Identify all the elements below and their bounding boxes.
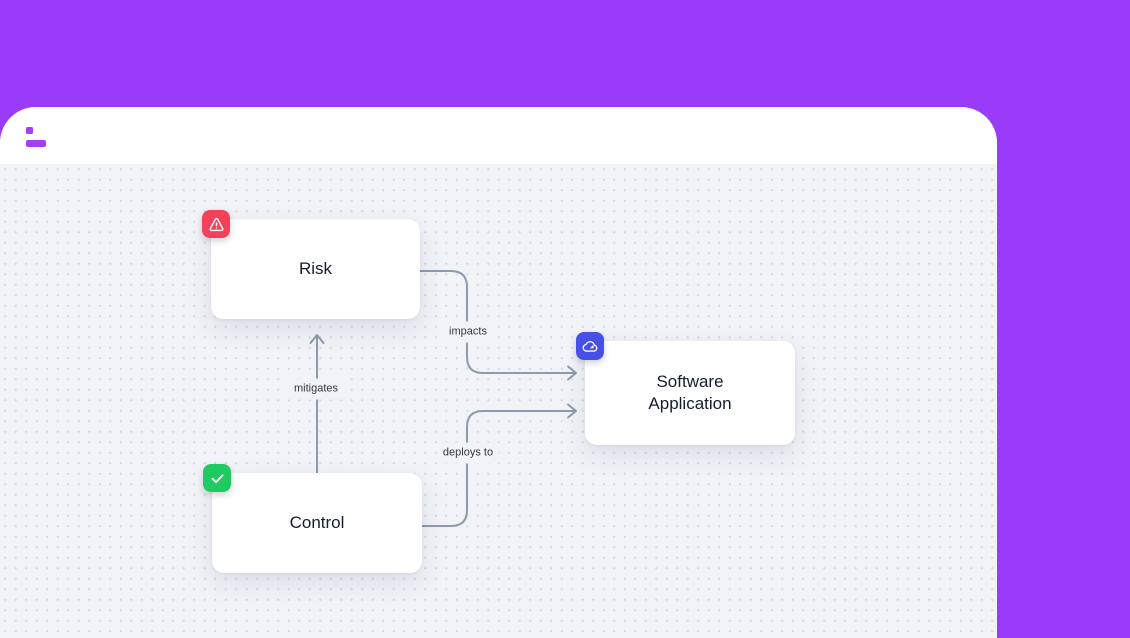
node-label: Control	[289, 513, 345, 532]
node-label: Risk	[298, 259, 333, 278]
node-label: Software Application	[648, 372, 732, 413]
logo-bar	[26, 140, 46, 147]
app-window: mitigates impacts deploys to Risk Contro…	[0, 107, 997, 638]
edge-label-mitigates[interactable]: mitigates	[287, 378, 345, 400]
node-risk[interactable]: Risk	[202, 210, 420, 319]
edge-layer	[309, 270, 577, 527]
logo	[26, 127, 46, 147]
warning-icon	[202, 210, 230, 238]
cloud-icon	[576, 332, 604, 360]
diagram-canvas[interactable]: mitigates impacts deploys to Risk Contro…	[0, 164, 997, 638]
check-icon	[203, 464, 231, 492]
edge-label-impacts[interactable]: impacts	[443, 321, 493, 343]
node-software-application[interactable]: Software Application	[576, 332, 795, 445]
app-header	[0, 107, 997, 164]
edge-label-deploys-to[interactable]: deploys to	[436, 442, 500, 464]
logo-square	[26, 127, 33, 134]
arrowhead-up-icon	[309, 334, 325, 344]
edge-deploys-to[interactable]	[421, 403, 577, 527]
arrowhead-right-icon	[567, 403, 577, 419]
arrowhead-right-icon	[567, 365, 577, 381]
node-control[interactable]: Control	[203, 464, 422, 573]
edge-mitigates[interactable]	[309, 334, 325, 474]
